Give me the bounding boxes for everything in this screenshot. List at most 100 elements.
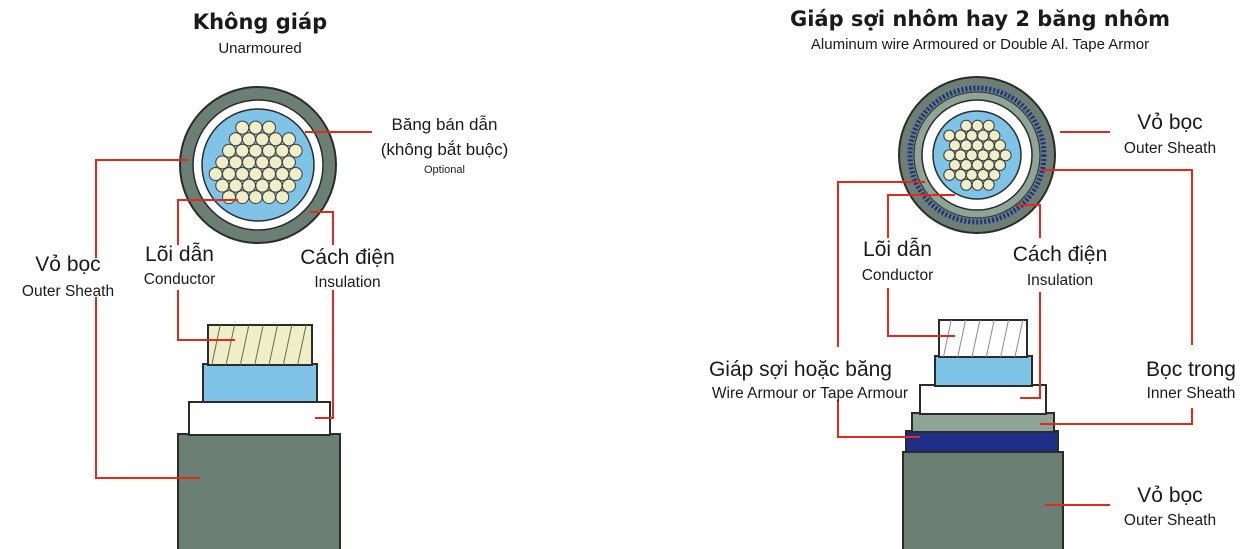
left-subtitle: Unarmoured bbox=[218, 40, 302, 57]
conductor-strand bbox=[235, 120, 250, 135]
conductor-strand bbox=[982, 119, 995, 132]
conductor-strand bbox=[971, 178, 984, 191]
left-insulation-label-vi: Cách điện bbox=[300, 246, 395, 269]
conductor-strand bbox=[242, 178, 256, 193]
right-subtitle: Aluminum wire Armoured or Double Al. Tap… bbox=[810, 36, 1150, 53]
right-title: Giáp sợi nhôm hay 2 băng nhôm bbox=[789, 7, 1170, 31]
conductor-strand bbox=[228, 155, 243, 170]
conductor-strand bbox=[965, 168, 978, 181]
conductor-strand bbox=[222, 167, 236, 181]
conductor-strand bbox=[268, 132, 283, 147]
left-cross-section bbox=[179, 86, 337, 244]
conductor-strand bbox=[288, 143, 303, 158]
conductor-strand bbox=[960, 139, 973, 152]
left-conductor-label-en: Conductor bbox=[143, 271, 216, 288]
conductor-strand bbox=[977, 129, 990, 142]
conductor-strand bbox=[982, 178, 995, 191]
right-sheath-bottom-label-vi: Vỏ bọc bbox=[1137, 484, 1203, 507]
conductor-strand bbox=[977, 149, 990, 162]
conductor-strand bbox=[948, 159, 961, 171]
leader-lines bbox=[95, 131, 1193, 506]
conductor-strand bbox=[248, 120, 263, 135]
right-conductor-strands bbox=[943, 119, 1012, 191]
conductor-strand bbox=[268, 155, 283, 170]
conductor-strand bbox=[948, 139, 961, 152]
conductor-strand bbox=[228, 132, 243, 147]
right-conductor-label-en: Conductor bbox=[861, 267, 934, 284]
conductor-strand bbox=[988, 149, 1001, 162]
conductor-strand bbox=[281, 178, 296, 193]
conductor-strand bbox=[943, 129, 956, 142]
conductor-strand bbox=[248, 167, 263, 181]
left-sheath-label-vi: Vỏ bọc bbox=[35, 253, 101, 276]
conductor-strand bbox=[255, 178, 270, 193]
conductor-strand bbox=[977, 168, 990, 181]
conductor-strand bbox=[228, 178, 243, 193]
conductor-strand bbox=[208, 167, 223, 181]
conductor-strand bbox=[222, 190, 236, 205]
conductor-strand bbox=[288, 167, 303, 181]
semi-tape-label-vi-1: Băng bán dẫn bbox=[391, 115, 498, 134]
conductor-strand bbox=[222, 143, 236, 158]
conductor-strand bbox=[275, 143, 290, 158]
conductor-strand bbox=[994, 159, 1006, 171]
conductor-strand bbox=[960, 159, 973, 171]
conductor-strand bbox=[954, 168, 967, 181]
conductor-strand bbox=[242, 155, 256, 170]
conductor-strand bbox=[255, 132, 270, 147]
conductor-strand bbox=[982, 159, 995, 171]
conductor-strand bbox=[988, 129, 1001, 142]
left-conductor-strands bbox=[208, 120, 303, 205]
conductor-strand bbox=[954, 149, 967, 162]
conductor-strand bbox=[943, 168, 956, 181]
conductor-strand bbox=[262, 190, 276, 205]
conductor-strand bbox=[965, 129, 978, 142]
conductor-strand bbox=[235, 143, 250, 158]
conductor-strand bbox=[262, 167, 276, 181]
conductor-strand bbox=[971, 139, 984, 152]
left-conductor-label-vi: Lõi dẫn bbox=[145, 243, 214, 266]
conductor-strand bbox=[943, 149, 956, 162]
conductor-strand bbox=[275, 167, 290, 181]
right-insulation-label-vi: Cách điện bbox=[1012, 243, 1108, 266]
conductor-strand bbox=[971, 119, 984, 132]
right-insulation-label-en: Insulation bbox=[1026, 272, 1094, 289]
right-side-view bbox=[902, 319, 1064, 549]
inner-sheath-label-en: Inner Sheath bbox=[1146, 385, 1236, 402]
conductor-strand bbox=[248, 143, 263, 158]
left-side-view bbox=[177, 324, 341, 549]
conductor-strand bbox=[268, 178, 283, 193]
conductor-strand bbox=[275, 190, 290, 205]
left-sheath-label-en: Outer Sheath bbox=[21, 283, 115, 300]
conductor-strand bbox=[988, 168, 1001, 181]
conductor-strand bbox=[248, 190, 263, 205]
conductor-strand bbox=[982, 139, 995, 152]
conductor-strand bbox=[281, 132, 296, 147]
conductor-strand bbox=[971, 159, 984, 171]
right-sheath-top-label-en: Outer Sheath bbox=[1123, 140, 1217, 157]
conductor-strand bbox=[960, 178, 973, 191]
conductor-strand bbox=[215, 155, 230, 170]
conductor-strand bbox=[262, 143, 276, 158]
conductor-strand bbox=[255, 155, 270, 170]
conductor-strand bbox=[281, 155, 296, 170]
conductor-strand bbox=[965, 149, 978, 162]
conductor-strand bbox=[215, 178, 230, 193]
right-conductor-label-vi: Lõi dẫn bbox=[863, 238, 932, 261]
semi-tape-label-en: Optional bbox=[424, 164, 465, 176]
armour-label-en: Wire Armour or Tape Armour bbox=[711, 385, 908, 402]
conductor-strand bbox=[242, 132, 256, 147]
semi-tape-label-vi-2: (không bắt buộc) bbox=[380, 140, 509, 159]
right-sheath-top-label-vi: Vỏ bọc bbox=[1137, 111, 1203, 134]
conductor-strand bbox=[999, 149, 1012, 162]
inner-sheath-label-vi: Bọc trong bbox=[1146, 358, 1236, 381]
left-insulation-label-en: Insulation bbox=[314, 274, 381, 291]
left-title: Không giáp bbox=[192, 10, 328, 34]
conductor-strand bbox=[994, 139, 1006, 152]
armour-label-vi: Giáp sợi hoặc băng bbox=[708, 358, 892, 381]
conductor-strand bbox=[235, 167, 250, 181]
conductor-strand bbox=[954, 129, 967, 142]
conductor-strand bbox=[262, 120, 276, 135]
right-sheath-bottom-label-en: Outer Sheath bbox=[1123, 512, 1217, 529]
